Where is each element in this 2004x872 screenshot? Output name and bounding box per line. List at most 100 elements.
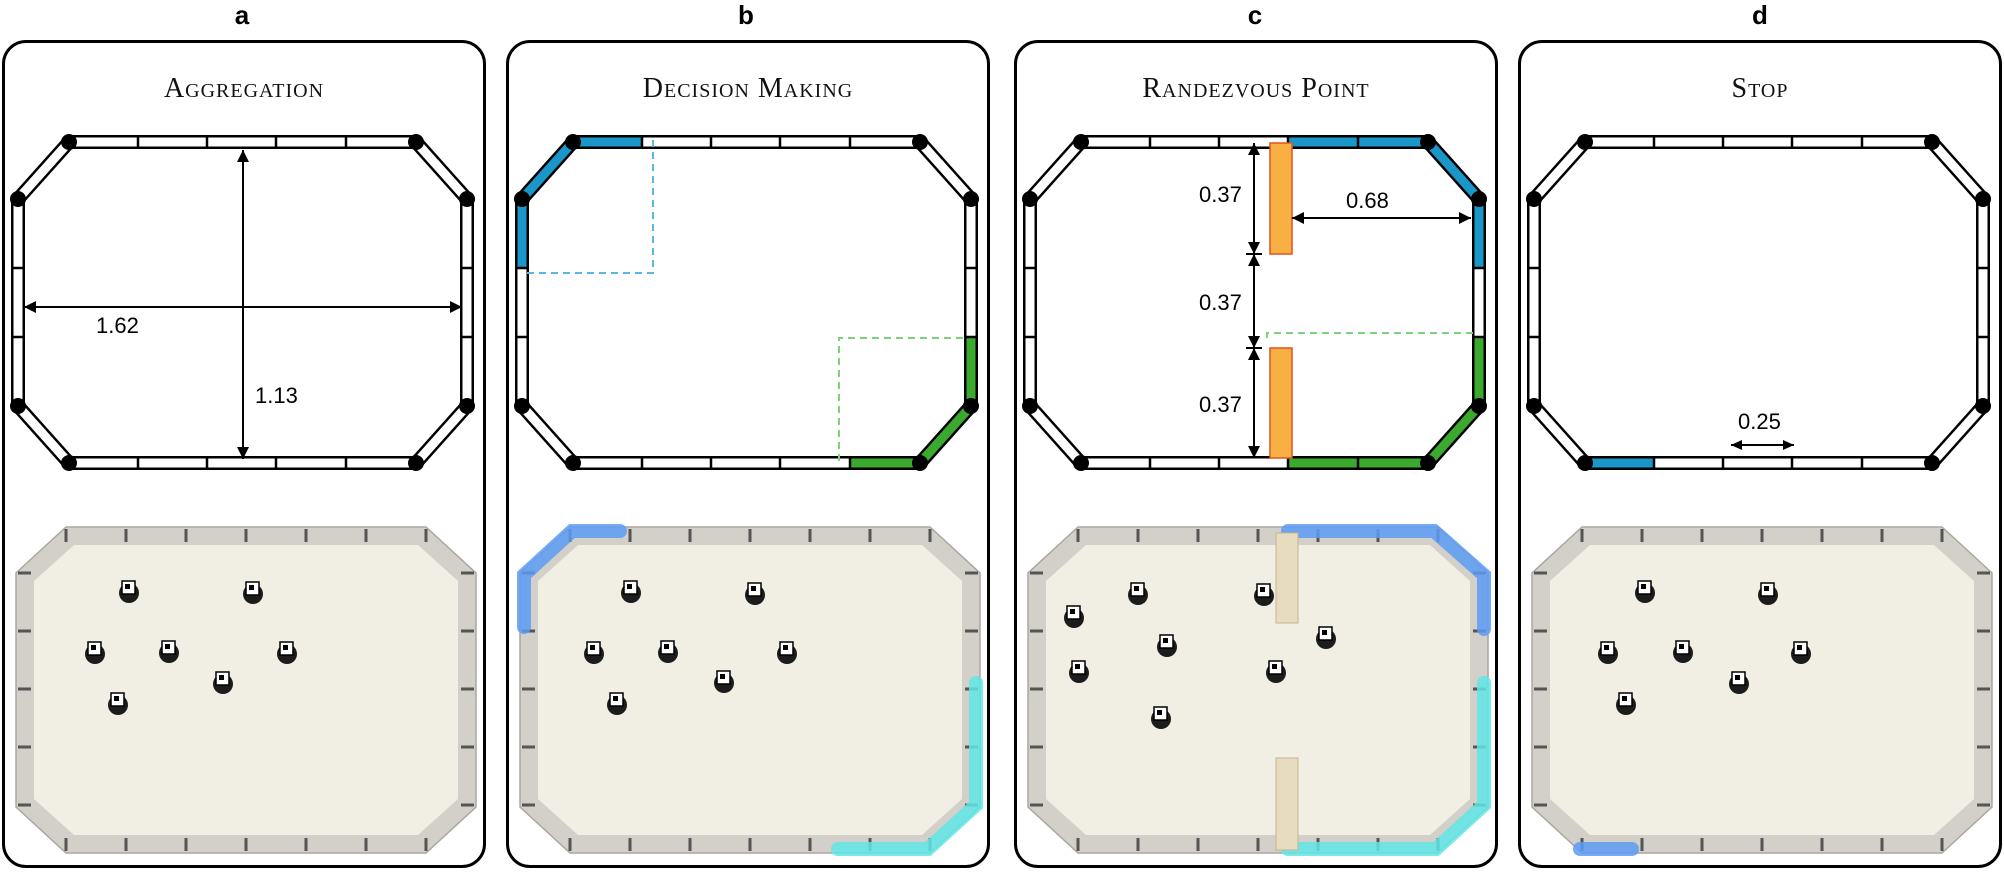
wall-tick xyxy=(64,838,68,851)
wall-tick xyxy=(461,803,474,807)
wall-tick xyxy=(1076,838,1080,851)
robot xyxy=(1598,641,1618,664)
corner-joint xyxy=(1975,191,1991,207)
robot xyxy=(1758,582,1778,605)
corner-joint xyxy=(1073,455,1089,471)
arena-walls xyxy=(1022,134,1487,471)
corner-joint xyxy=(1420,134,1436,150)
width-label: 1.62 xyxy=(96,313,139,338)
wall-tick xyxy=(1940,529,1944,542)
wall-tick xyxy=(304,838,308,851)
wall-tick xyxy=(1196,529,1200,542)
corner-joint xyxy=(1526,191,1542,207)
robot xyxy=(277,641,297,664)
corner-joint xyxy=(61,134,77,150)
green-zone-outline xyxy=(1266,332,1473,338)
arena-walls xyxy=(514,134,979,471)
wall-segment xyxy=(916,138,975,203)
panel-letter-d: d xyxy=(1752,0,1768,30)
wall-tick xyxy=(1640,838,1644,851)
robot xyxy=(745,582,765,605)
wall-tick xyxy=(1136,529,1140,542)
wall-tick xyxy=(244,529,248,542)
wall-tick xyxy=(1977,571,1990,575)
wall-tick xyxy=(1940,838,1944,851)
wall-tick xyxy=(1820,529,1824,542)
wall-tick xyxy=(808,838,812,851)
wall-tick xyxy=(1760,838,1764,851)
arena-schematic xyxy=(514,134,979,471)
wall-tick xyxy=(1880,529,1884,542)
wall-tick xyxy=(1977,629,1990,633)
panel-stop: Stop 0.25 xyxy=(1518,40,2002,868)
corner-joint xyxy=(1022,191,1038,207)
corner-joint xyxy=(1471,398,1487,414)
arena-schematic: 0.25 xyxy=(1526,134,1991,471)
wall-tick xyxy=(1820,838,1824,851)
green-zone-outline xyxy=(838,337,965,461)
wall-tick xyxy=(184,838,188,851)
wall-tick xyxy=(1760,529,1764,542)
arena-floor xyxy=(538,545,962,835)
robot xyxy=(1064,605,1084,628)
corner-joint xyxy=(1577,134,1593,150)
wall-segment xyxy=(518,138,577,203)
lit-wall xyxy=(831,676,983,856)
wall-tick xyxy=(1580,529,1584,542)
arena-walls xyxy=(10,134,475,471)
robot xyxy=(108,692,128,715)
corner-joint xyxy=(1975,398,1991,414)
wall-tick xyxy=(461,571,474,575)
panel-decision-making: Decision Making xyxy=(506,40,990,868)
wall-tick xyxy=(18,745,31,749)
arena-schematic: 0.37 0.37 0.37 0.68 xyxy=(1022,134,1487,471)
corner-joint xyxy=(459,398,475,414)
corner-joint xyxy=(459,191,475,207)
panel-title: Stop xyxy=(1731,73,1789,104)
corner-joint xyxy=(1577,455,1593,471)
gap-length-label: 0.68 xyxy=(1346,188,1389,213)
robot xyxy=(1128,582,1148,605)
wall-tick xyxy=(18,629,31,633)
wall-segment xyxy=(1928,138,1987,203)
blue-zone-outline xyxy=(527,138,654,274)
wall-tick xyxy=(1977,803,1990,807)
wall-tick xyxy=(1030,745,1043,749)
robot xyxy=(213,671,233,694)
panel-letter-c: c xyxy=(1247,0,1263,30)
corner-joint xyxy=(408,455,424,471)
wall-tick xyxy=(808,529,812,542)
robot xyxy=(1316,626,1336,649)
panel-title: Aggregation xyxy=(163,73,325,104)
wall-tick xyxy=(568,838,572,851)
corner-joint xyxy=(1526,398,1542,414)
wall-segment xyxy=(1424,402,1483,467)
robot xyxy=(1635,580,1655,603)
robot xyxy=(777,641,797,664)
wall-tick xyxy=(124,529,128,542)
panel-letter-a: a xyxy=(234,0,250,30)
wall-tick xyxy=(424,838,428,851)
wall-tick xyxy=(1256,838,1260,851)
corner-joint xyxy=(10,191,26,207)
arena-photo xyxy=(1027,524,1491,856)
wall-tick xyxy=(1700,838,1704,851)
panel-letter-b: b xyxy=(738,0,754,30)
wall-segment xyxy=(1530,138,1589,203)
arena-walls xyxy=(1526,134,1991,471)
corner-joint xyxy=(1924,455,1940,471)
segment-length-label: 0.25 xyxy=(1738,409,1781,434)
corner-joint xyxy=(912,134,928,150)
corner-joint xyxy=(963,398,979,414)
wall-tick xyxy=(1076,529,1080,542)
corner-joint xyxy=(10,398,26,414)
wall-tick xyxy=(18,571,31,575)
wall-tick xyxy=(965,629,978,633)
divider-bottom xyxy=(1275,757,1299,851)
wall-segment xyxy=(1026,402,1085,467)
corner-joint xyxy=(61,455,77,471)
robot xyxy=(85,641,105,664)
bottom-length-label: 0.37 xyxy=(1199,392,1242,417)
middle-length-label: 0.37 xyxy=(1199,290,1242,315)
wall-tick xyxy=(748,529,752,542)
